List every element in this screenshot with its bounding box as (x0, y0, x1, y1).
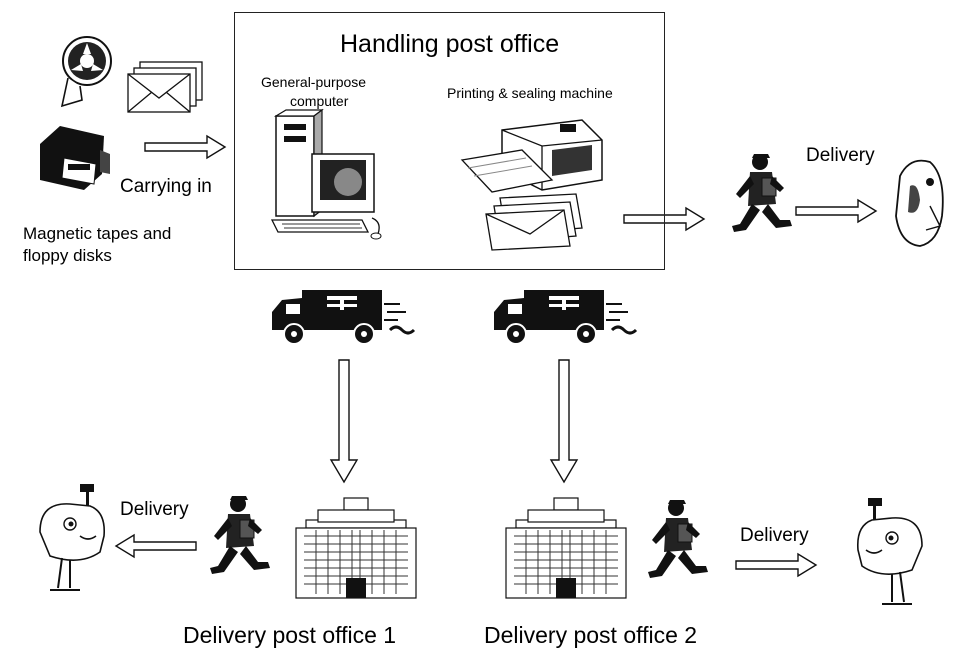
mail-truck-icon (492, 288, 638, 346)
carrying-in-label: Carrying in (120, 176, 212, 197)
computer-label-line1: General-purpose (261, 74, 367, 90)
computer-icon (270, 108, 382, 240)
delivery-arrow-left (115, 534, 197, 558)
printer-icon (460, 119, 603, 193)
sealed-envelopes-icon (485, 193, 583, 251)
delivery-post-office-2-label: Delivery post office 2 (484, 622, 698, 648)
tape-reel-icon (60, 36, 112, 108)
delivery-arrow-office-2 (735, 553, 817, 577)
handling-post-office-box (234, 12, 665, 270)
carrying-in-arrow (144, 135, 226, 159)
delivery-post-office-1-label: Delivery post office 1 (183, 622, 397, 648)
post-office-building-icon (505, 497, 627, 599)
postman-icon (647, 499, 709, 579)
delivery-label-office-2: Delivery (740, 525, 809, 546)
computer-label-line2: computer (290, 93, 349, 109)
media-label-line2: floppy disks (23, 246, 112, 265)
handling-post-office-title: Handling post office (340, 30, 560, 58)
mailbox-icon (895, 159, 944, 247)
mailbox-icon (39, 483, 106, 591)
postman-icon (209, 495, 271, 575)
delivery-label-right: Delivery (806, 145, 875, 166)
printer-label: Printing & sealing machine (447, 85, 613, 101)
media-label-line1: Magnetic tapes and (23, 224, 172, 243)
delivery-label-left: Delivery (120, 499, 189, 520)
delivery-arrow-right (795, 199, 877, 223)
floppy-disk-icon (40, 126, 110, 190)
post-office-building-icon (295, 497, 417, 599)
mail-truck-icon (270, 288, 416, 346)
down-arrow-office-2 (550, 359, 578, 483)
mailbox-icon (856, 497, 923, 605)
envelope-stack-icon (127, 61, 203, 113)
postman-icon (731, 153, 793, 233)
down-arrow-office-1 (330, 359, 358, 483)
